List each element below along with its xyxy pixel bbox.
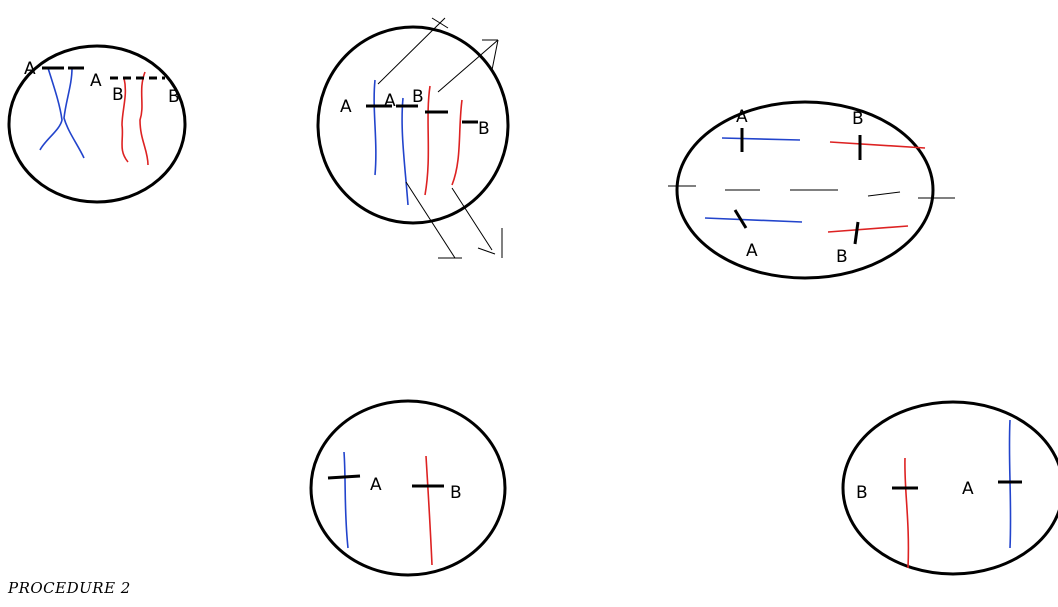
cell-1: A A B B: [7, 44, 187, 204]
cell-5-membrane: [841, 400, 1058, 576]
cell-4-label-a: A: [370, 475, 382, 495]
cell-1-chromatid-a1: [39, 67, 63, 151]
cell-2-spindle-line-1: [377, 17, 446, 85]
cell-3-chromatid-a-bottom: [704, 217, 803, 223]
cell-1-chromatid-b1: [121, 77, 129, 163]
cell-3-chromatid-b-top: [829, 141, 926, 149]
cell-5-chromosome-b: [904, 457, 910, 569]
cell-3-chromatid-a-top: [721, 137, 801, 141]
cell-1-chromatid-b2: [139, 71, 149, 166]
cell-2-chromatid-a1: [373, 79, 377, 176]
cell-2-spindle-line-5: [491, 39, 499, 71]
cell-4-gene-a-mark: [327, 474, 361, 480]
cell-3-gene-a-mark-bottom: [733, 209, 748, 229]
cell-1-label-b2: B: [168, 87, 180, 107]
cell-1-membrane: [7, 44, 187, 204]
cell-5: B A: [841, 400, 1058, 576]
cell-2-chromatid-a2: [401, 97, 409, 206]
cell-3-gene-b-mark-bottom: [853, 221, 860, 245]
procedure-caption: PROCEDURE 2: [8, 579, 131, 597]
cell-1-label-a2: A: [90, 71, 102, 91]
cell-2-spindle-line-6: [405, 181, 456, 259]
cell-4: A B: [309, 399, 507, 577]
cell-2: A A B B: [316, 17, 510, 259]
cell-2-spindle-line-3: [437, 39, 499, 93]
cell-2-spindle-line-8: [451, 187, 493, 251]
cell-2-label-b2: B: [478, 119, 490, 139]
cell-3-label-b-top: B: [852, 109, 864, 129]
cell-1-label-b: B: [112, 85, 124, 105]
cell-2-membrane: [316, 25, 510, 225]
cell-4-chromosome-b: [425, 455, 433, 566]
cell-3-label-b-bottom: B: [836, 247, 848, 267]
cell-2-spindle-line-9: [477, 247, 496, 255]
cell-1-chromatid-a2: [63, 67, 85, 159]
cell-2-chromatid-b1: [424, 85, 431, 196]
cell-2-label-a: A: [340, 97, 352, 117]
cell-3-label-a-top: A: [736, 107, 748, 127]
cell-3-plate-line-4: [867, 191, 901, 197]
cell-2-spindle-line-2: [431, 17, 449, 29]
cell-2-chromatid-b2: [451, 99, 463, 186]
cell-5-label-b: B: [856, 483, 868, 503]
cell-4-chromosome-a: [343, 451, 349, 549]
cell-3-membrane: [675, 100, 935, 280]
cell-1-label-a: A: [24, 59, 36, 79]
cell-4-membrane: [309, 399, 507, 577]
cell-5-label-a: A: [962, 479, 974, 499]
cell-3-chromatid-b-bottom: [827, 225, 909, 233]
cell-2-label-a2: A: [384, 91, 396, 111]
cell-3-label-a-bottom: A: [746, 241, 758, 261]
cell-5-chromosome-a: [1008, 419, 1012, 549]
cell-2-label-b: B: [412, 87, 424, 107]
cell-4-label-b: B: [450, 483, 462, 503]
cell-3: A B A B: [668, 100, 955, 280]
